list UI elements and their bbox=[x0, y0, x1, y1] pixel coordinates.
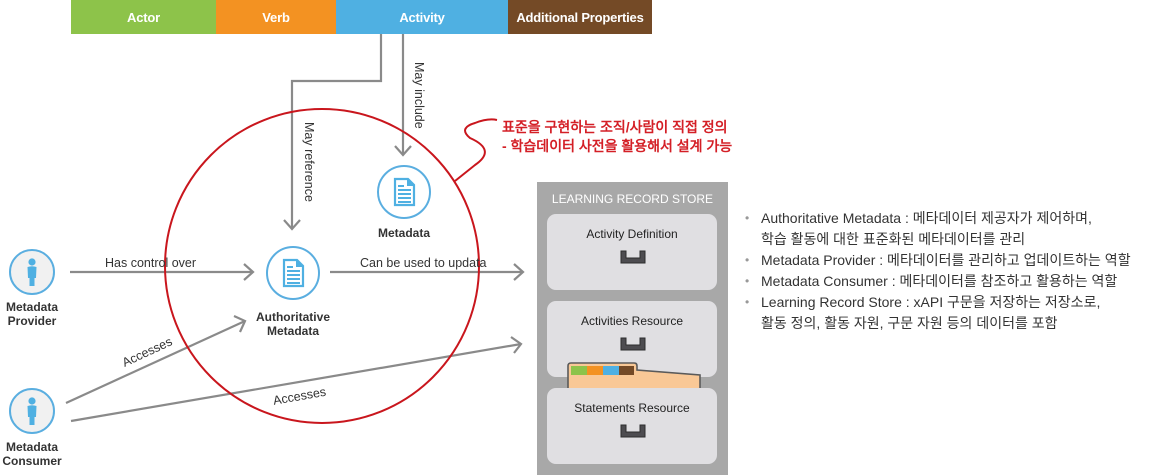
header-verb: Verb bbox=[216, 0, 336, 34]
header-additional-properties: Additional Properties bbox=[508, 0, 652, 34]
label-line: Metadata bbox=[5, 440, 58, 454]
card-label: Activities Resource bbox=[580, 314, 684, 328]
edge-label-may-include: May include bbox=[412, 62, 426, 129]
document-icon bbox=[282, 258, 305, 288]
bullet-icon: • bbox=[745, 274, 750, 288]
header-actor: Actor bbox=[71, 0, 216, 34]
authoritative-scope-circle bbox=[164, 108, 480, 424]
edge-label-may-reference: May reference bbox=[302, 122, 316, 202]
label-line: Authoritative bbox=[255, 310, 330, 324]
lrs-card-statements-resource: Statements Resource bbox=[547, 388, 717, 464]
bullet-icon: • bbox=[745, 211, 750, 225]
learning-record-store: LEARNING RECORD STORE Activity Definitio… bbox=[537, 182, 728, 475]
note-line: Metadata Consumer : 메타데이터를 참조하고 활용하는 역할 bbox=[761, 273, 1118, 289]
label-line: Metadata bbox=[5, 300, 58, 314]
note-line: 학습 활동에 대한 표준화된 메타데이터를 관리 bbox=[761, 231, 1026, 247]
label-line: Metadata bbox=[266, 324, 319, 338]
annotation-note: 표준을 구현하는 조직/사람이 직접 정의 - 학습데이터 사전을 활용해서 설… bbox=[502, 118, 732, 156]
authoritative-metadata-label: Authoritative Metadata bbox=[243, 310, 343, 338]
can-be-used-to-update-arrowhead bbox=[513, 263, 525, 281]
person-icon bbox=[27, 258, 37, 286]
metadata-provider-node[interactable] bbox=[9, 249, 55, 295]
note-line: 활동 정의, 활동 자원, 구문 자원 등의 데이터를 포함 bbox=[761, 315, 1058, 331]
accesses-lrs-line bbox=[70, 342, 522, 423]
note-line: Learning Record Store : xAPI 구문을 저장하는 저장… bbox=[761, 294, 1101, 310]
header-activity: Activity bbox=[336, 0, 508, 34]
accesses-authoritative-arrowhead bbox=[233, 314, 247, 333]
note-item: • Authoritative Metadata : 메타데이터 제공자가 제어… bbox=[745, 208, 1131, 250]
may-reference-line bbox=[290, 34, 383, 228]
may-reference-arrowhead bbox=[283, 219, 301, 231]
label-line: Consumer bbox=[2, 454, 62, 468]
slot-icon bbox=[620, 424, 646, 438]
statement-card-icon bbox=[567, 362, 701, 392]
document-icon bbox=[393, 177, 416, 207]
authoritative-metadata-node[interactable] bbox=[266, 246, 320, 300]
metadata-provider-label: Metadata Provider bbox=[0, 300, 72, 328]
notes-list: • Authoritative Metadata : 메타데이터 제공자가 제어… bbox=[745, 208, 1131, 334]
metadata-consumer-node[interactable] bbox=[9, 388, 55, 434]
bullet-icon: • bbox=[745, 253, 750, 267]
may-include-arrowhead bbox=[394, 145, 412, 157]
bullet-icon: • bbox=[745, 295, 750, 309]
metadata-node[interactable] bbox=[377, 165, 431, 219]
edge-label-has-control-over: Has control over bbox=[105, 256, 197, 270]
accesses-authoritative-line bbox=[65, 319, 246, 405]
slot-icon bbox=[620, 250, 646, 264]
note-item: • Metadata Provider : 메타데이터를 관리하고 업데이트하는… bbox=[745, 250, 1131, 271]
annotation-connector bbox=[454, 118, 498, 182]
note-item: • Metadata Consumer : 메타데이터를 참조하고 활용하는 역… bbox=[745, 271, 1131, 292]
note-line: Authoritative Metadata : 메타데이터 제공자가 제어하며… bbox=[761, 210, 1092, 226]
label-line: Provider bbox=[7, 314, 57, 328]
annotation-line-2: - 학습데이터 사전을 활용해서 설계 가능 bbox=[502, 138, 733, 154]
has-control-over-arrowhead bbox=[243, 263, 255, 281]
slot-icon bbox=[620, 337, 646, 351]
note-item: • Learning Record Store : xAPI 구문을 저장하는 … bbox=[745, 292, 1131, 334]
card-label: Activity Definition bbox=[586, 227, 678, 241]
accesses-lrs-arrowhead bbox=[510, 336, 523, 354]
note-line: Metadata Provider : 메타데이터를 관리하고 업데이트하는 역… bbox=[761, 252, 1131, 268]
metadata-consumer-label: Metadata Consumer bbox=[0, 440, 72, 468]
annotation-line-1: 표준을 구현하는 조직/사람이 직접 정의 bbox=[502, 119, 728, 135]
lrs-title: LEARNING RECORD STORE bbox=[551, 192, 714, 206]
card-label: Statements Resource bbox=[574, 401, 690, 415]
person-icon bbox=[27, 397, 37, 425]
lrs-card-activity-definition: Activity Definition bbox=[547, 214, 717, 290]
edge-label-can-be-used-to-update: Can be used to updata bbox=[360, 256, 487, 270]
metadata-label: Metadata bbox=[377, 226, 430, 240]
